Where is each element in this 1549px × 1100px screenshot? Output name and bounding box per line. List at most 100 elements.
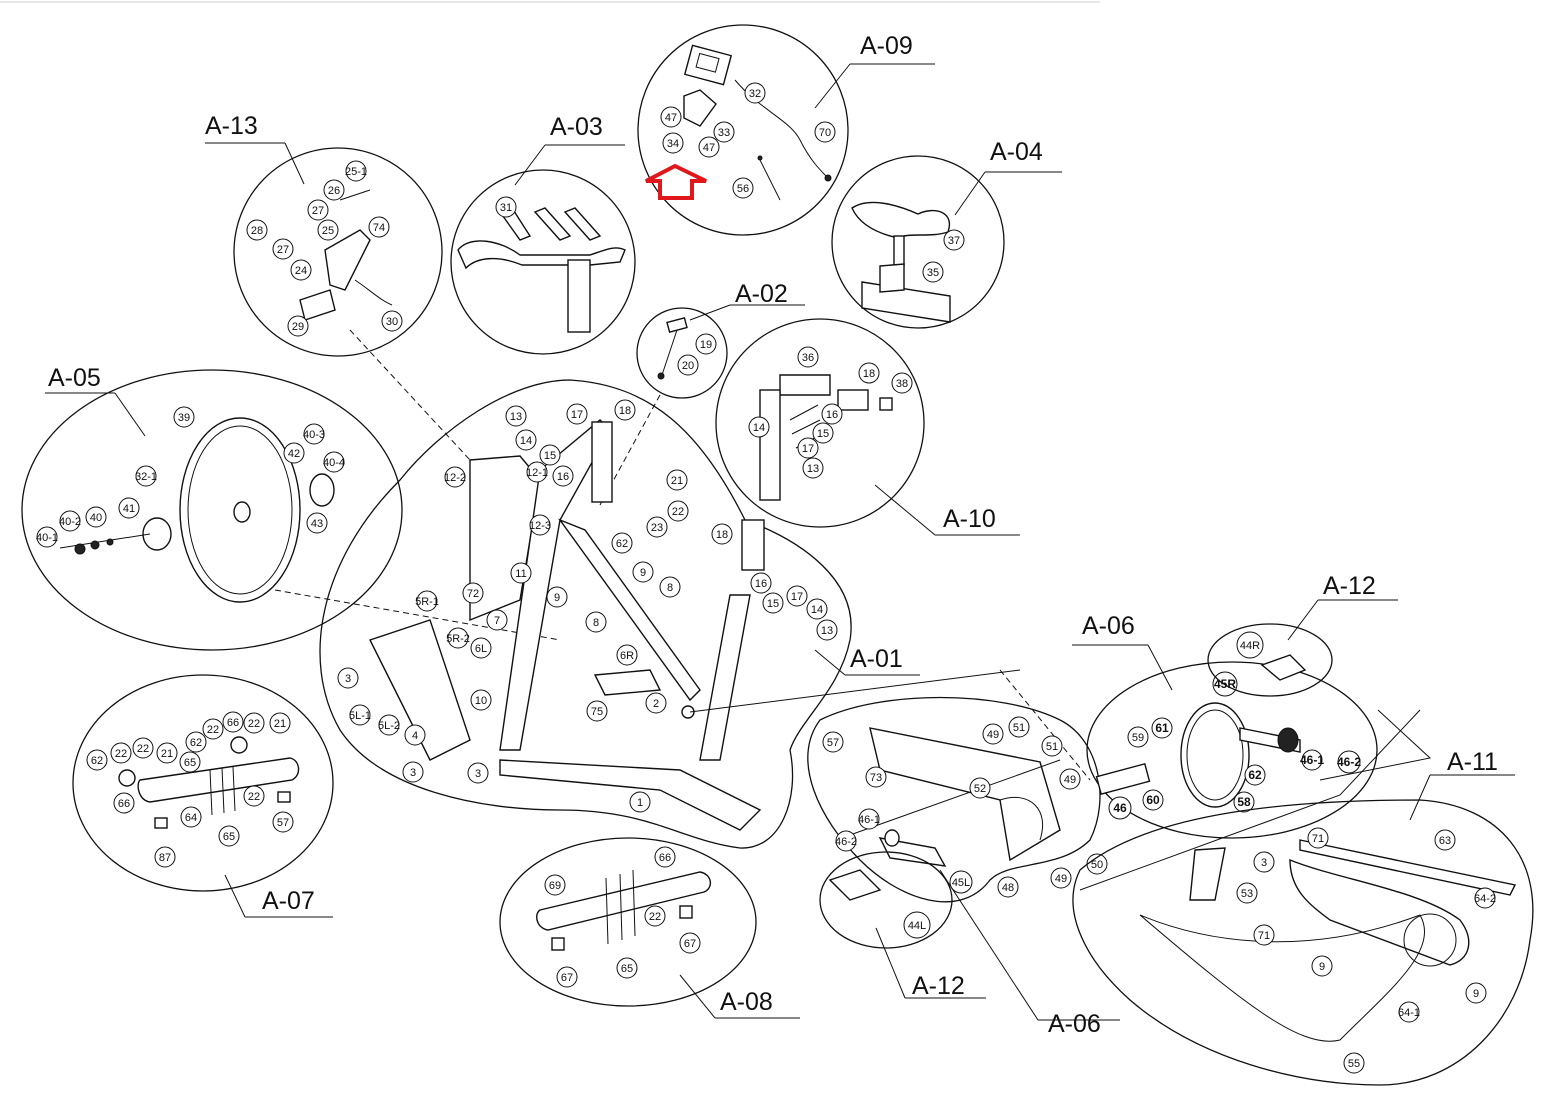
callout: 3 bbox=[475, 768, 481, 780]
callout: 17 bbox=[571, 409, 583, 421]
group-label-a05: A-05 bbox=[48, 364, 101, 392]
callout: 45L bbox=[952, 877, 970, 889]
group-a06: A-06 57 49 51 51 73 49 52 46-1 46-2 45L … bbox=[807, 696, 1120, 1038]
callout: 62 bbox=[91, 755, 103, 767]
group-a05: A-05 39 42 40-3 40-4 32-1 43 41 40-2 40 … bbox=[21, 364, 403, 651]
callout: 46-1 bbox=[1300, 753, 1324, 767]
callout: 40-1 bbox=[36, 532, 58, 544]
callout: 66 bbox=[659, 852, 671, 864]
callouts-a01: 13 17 18 14 15 12-2 12-1 16 21 22 23 12-… bbox=[337, 399, 838, 813]
callout: 25 bbox=[322, 225, 334, 237]
callout: 4 bbox=[412, 730, 418, 742]
callout: 22 bbox=[649, 911, 661, 923]
callout: 38 bbox=[896, 378, 908, 390]
callout: 22 bbox=[207, 724, 219, 736]
callout: 14 bbox=[753, 422, 765, 434]
callout: 13 bbox=[821, 625, 833, 637]
callout: 49 bbox=[1064, 774, 1076, 786]
callout: 70 bbox=[819, 127, 831, 139]
group-label-a03: A-03 bbox=[550, 113, 603, 141]
callout: 16 bbox=[755, 578, 767, 590]
callout: 87 bbox=[159, 852, 171, 864]
callout: 40-4 bbox=[323, 457, 345, 469]
group-label-a07: A-07 bbox=[262, 887, 315, 915]
callout: 49 bbox=[987, 729, 999, 741]
callout: 16 bbox=[557, 471, 569, 483]
callout: 40 bbox=[90, 512, 102, 524]
callout: 9 bbox=[1473, 988, 1479, 1000]
callout: 18 bbox=[863, 368, 875, 380]
callout: 71 bbox=[1258, 930, 1270, 942]
callout: 42 bbox=[288, 448, 300, 460]
callout: 58 bbox=[1237, 795, 1251, 809]
callout: 27 bbox=[312, 205, 324, 217]
callout: 62 bbox=[190, 737, 202, 749]
callout: 3 bbox=[345, 673, 351, 685]
callout: 20 bbox=[682, 360, 694, 372]
callout: 40-2 bbox=[59, 516, 81, 528]
callout: 28 bbox=[251, 225, 263, 237]
callout: 39 bbox=[178, 412, 190, 424]
callout: 47 bbox=[703, 142, 715, 154]
callout: 32 bbox=[749, 88, 761, 100]
callout: 46-2 bbox=[835, 836, 857, 848]
callout: 46-1 bbox=[858, 814, 880, 826]
callout: 57 bbox=[277, 817, 289, 829]
callout: 12-2 bbox=[444, 472, 466, 484]
callout: 14 bbox=[520, 435, 532, 447]
callout: 2 bbox=[653, 698, 659, 710]
group-a04: A-04 37 35 bbox=[831, 138, 1062, 329]
callout: 64-1 bbox=[1398, 1007, 1420, 1019]
callout: 12-1 bbox=[526, 467, 548, 479]
callout: 30 bbox=[386, 316, 398, 328]
callout: 9 bbox=[1319, 961, 1325, 973]
group-a11: A-11 71 63 3 64-2 53 71 9 9 64-1 55 bbox=[1072, 709, 1534, 1086]
callout: 62 bbox=[1248, 768, 1262, 782]
callout: 11 bbox=[515, 568, 526, 580]
callout: 61 bbox=[1155, 721, 1169, 735]
callout: 21 bbox=[161, 748, 173, 760]
callout: 18 bbox=[619, 405, 631, 417]
callout: 17 bbox=[802, 443, 814, 455]
callout: 1 bbox=[637, 797, 643, 809]
callout: 18 bbox=[716, 529, 728, 541]
callout: 15 bbox=[544, 450, 556, 462]
group-a07: A-07 22 66 22 21 62 22 62 65 22 21 66 64… bbox=[72, 674, 334, 918]
callout: 63 bbox=[1439, 835, 1451, 847]
callout: 33 bbox=[718, 127, 730, 139]
callout: 26 bbox=[328, 185, 340, 197]
callout: 17 bbox=[791, 591, 803, 603]
group-label-a01: A-01 bbox=[850, 645, 903, 673]
callout: 49 bbox=[1055, 873, 1067, 885]
callout: 6L bbox=[475, 643, 487, 655]
callout: 23 bbox=[651, 522, 663, 534]
callout: 5L-1 bbox=[349, 710, 371, 722]
group-a02: A-02 19 20 bbox=[636, 280, 805, 399]
callout: 65 bbox=[621, 963, 633, 975]
callout: 50 bbox=[1091, 859, 1103, 871]
callout: 75 bbox=[591, 706, 603, 718]
callout: 27 bbox=[277, 244, 289, 256]
callout: 44L bbox=[908, 920, 926, 932]
callout: 29 bbox=[292, 321, 304, 333]
callout: 15 bbox=[817, 428, 829, 440]
callout: 52 bbox=[974, 783, 986, 795]
callout: 71 bbox=[1312, 833, 1324, 845]
callouts-a09: 32 47 34 33 47 70 56 bbox=[660, 82, 836, 199]
callout: 47 bbox=[665, 112, 677, 124]
group-a03: A-03 31 bbox=[450, 113, 636, 355]
callout: 66 bbox=[118, 798, 130, 810]
callout: 24 bbox=[295, 265, 307, 277]
callout: 8 bbox=[667, 582, 673, 594]
callout: 7 bbox=[494, 615, 500, 627]
group-label-a06-lower: A-06 bbox=[1048, 1010, 1101, 1038]
group-a08: A-08 69 66 22 67 65 67 bbox=[499, 837, 800, 1019]
callout: 65 bbox=[223, 831, 235, 843]
group-label-a04: A-04 bbox=[990, 138, 1043, 166]
callout: 48 bbox=[1002, 882, 1014, 894]
group-label-a12-upper: A-12 bbox=[1323, 572, 1376, 600]
callout: 32-1 bbox=[135, 471, 157, 483]
callout: 65 bbox=[184, 757, 196, 769]
callout: 41 bbox=[123, 503, 135, 515]
